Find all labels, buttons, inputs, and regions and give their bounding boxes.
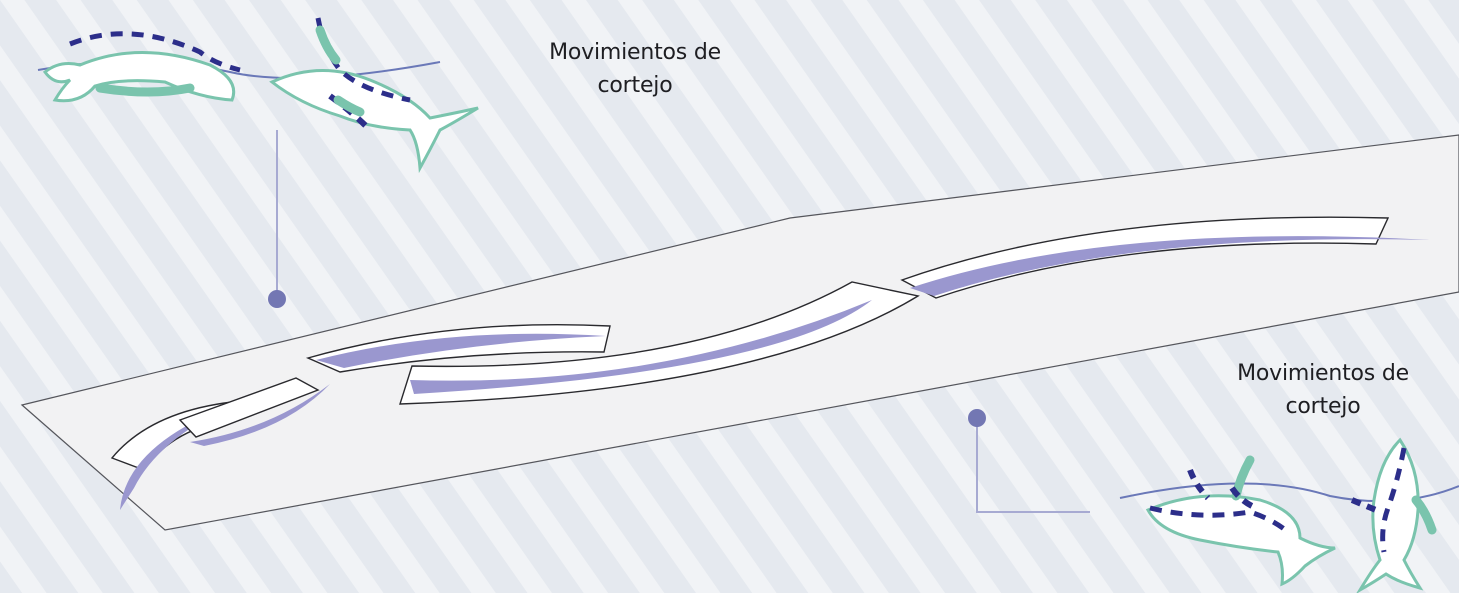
leader-top — [268, 130, 286, 308]
label-line: cortejo — [597, 73, 673, 98]
label-courtship-bottom: Movimientos de cortejo — [1188, 357, 1458, 423]
label-line: cortejo — [1285, 394, 1361, 419]
path-shadow — [910, 236, 1430, 296]
path-shadow — [190, 384, 330, 446]
swim-path — [110, 216, 1430, 510]
label-line: Movimientos de — [549, 40, 721, 65]
leader-bottom — [968, 409, 1090, 513]
path-segment — [178, 377, 320, 438]
path-shadow — [316, 333, 606, 368]
path-segment — [399, 281, 920, 405]
marker-dot — [968, 409, 986, 427]
whale-pair-icon — [1119, 437, 1459, 593]
whale-pair-icon — [37, 17, 479, 174]
label-line: Movimientos de — [1237, 361, 1409, 386]
label-courtship-top: Movimientos de cortejo — [500, 36, 770, 102]
marker-dot — [268, 290, 286, 308]
path-shadow — [410, 300, 872, 394]
